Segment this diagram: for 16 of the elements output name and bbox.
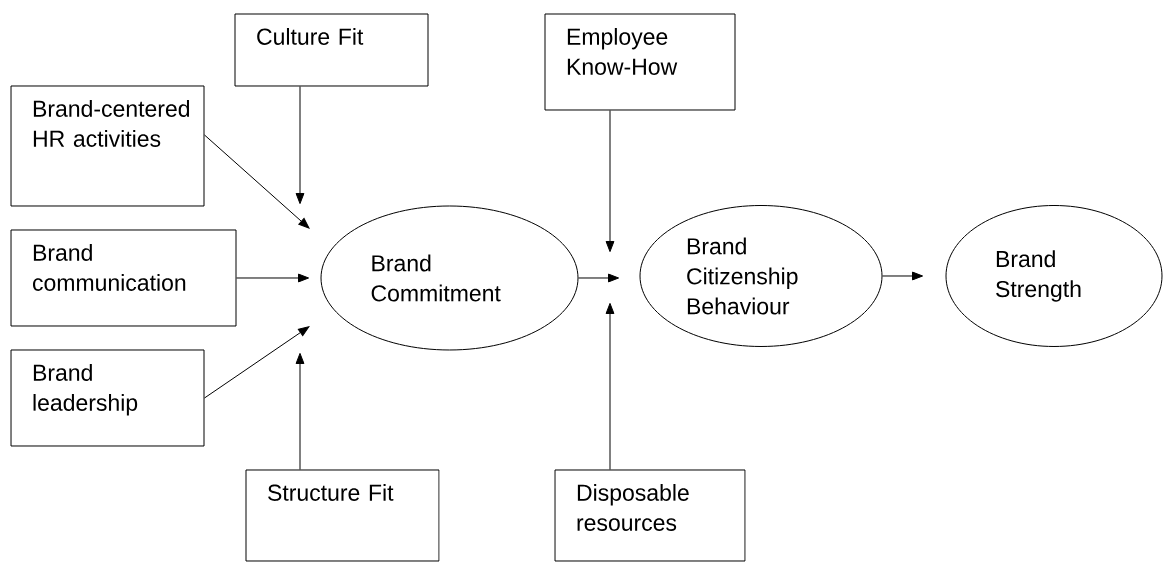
- factor-box: Disposable resources: [554, 469, 746, 562]
- arrow: [295, 86, 305, 205]
- arrow: [882, 271, 924, 281]
- factor-box: Structure Fit: [245, 469, 440, 562]
- factor-box: Brand-centered HR activities: [10, 85, 205, 207]
- arrow: [204, 134, 310, 229]
- arrow: [236, 273, 310, 283]
- arrow: [578, 273, 620, 283]
- arrow: [295, 352, 305, 470]
- factor-box: Culture Fit: [234, 13, 429, 87]
- arrow: [605, 302, 615, 470]
- factor-box: Brand leadership: [10, 349, 205, 447]
- arrow: [605, 110, 615, 253]
- arrow: [204, 326, 310, 399]
- factor-box: Employee Know-How: [544, 13, 736, 111]
- factor-box: Brand communication: [10, 229, 237, 327]
